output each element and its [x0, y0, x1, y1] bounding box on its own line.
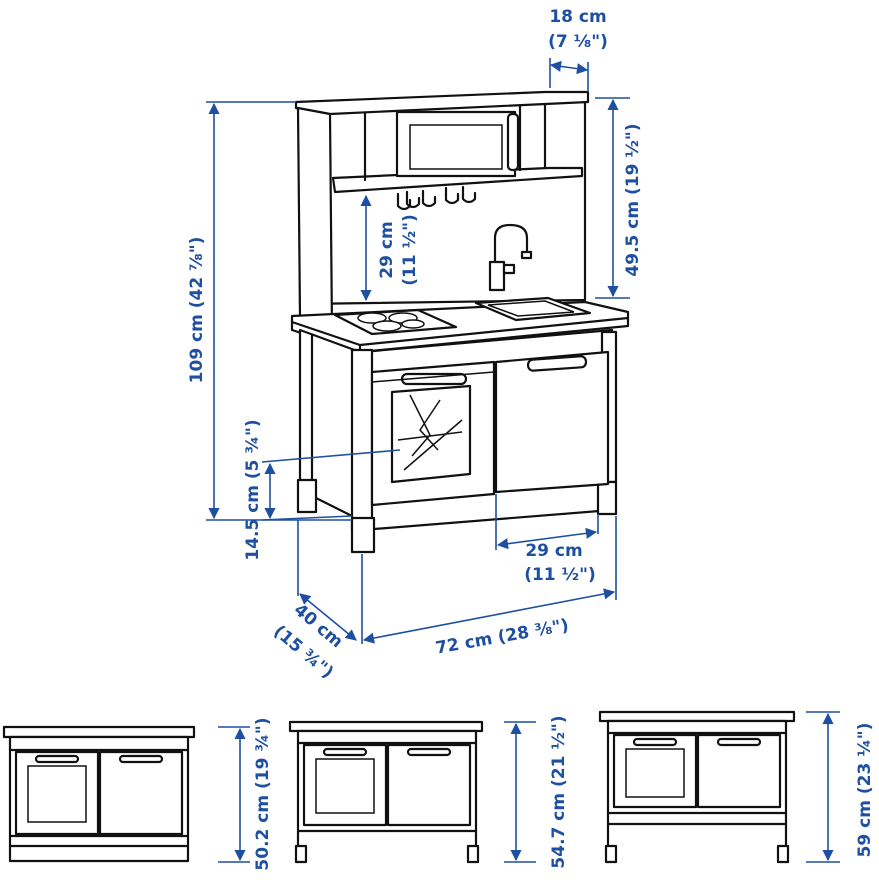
depth-top-dim — [549, 60, 589, 75]
cabinet-width-cm-label: 29 cm — [525, 541, 582, 561]
width-dim — [362, 588, 616, 644]
front-left-foot — [350, 516, 376, 554]
dimension-lines — [206, 58, 630, 644]
cupboard-handle — [526, 355, 588, 372]
front-right-foot — [596, 480, 618, 516]
hutch-top-board — [294, 90, 590, 116]
oven-height-label: 14.5 cm (5 ¾") — [243, 419, 263, 560]
base-cupboard-door — [494, 350, 610, 494]
hutch-clearance-cm-label: 29 cm — [377, 221, 397, 278]
variant-high — [598, 710, 796, 864]
hob-ring-4 — [401, 319, 425, 329]
cabinet-width-inch-label: (11 ½") — [524, 565, 596, 585]
depth-dim — [299, 593, 357, 641]
variant-mid-dim — [504, 721, 536, 863]
hutch-height-label: 49.5 cm (19 ½") — [623, 123, 643, 276]
variant-low-dim — [218, 726, 250, 863]
hob-ring-1 — [357, 312, 387, 324]
variant-high-dim — [806, 711, 840, 863]
hob-ring-3 — [372, 320, 402, 332]
oven-window — [390, 384, 472, 484]
depth-top-cm-label: 18 cm — [549, 7, 606, 27]
faucet — [488, 223, 533, 292]
total-height-label: 109 cm (42 ⅞") — [187, 237, 207, 384]
hutch-clearance-inch-label: (11 ½") — [400, 214, 420, 286]
variant-low-height-label: 50.2 cm (19 ¾") — [253, 717, 273, 870]
hutch-door-handle — [506, 112, 520, 172]
utensil-hooks — [396, 185, 477, 211]
play-kitchen-drawing — [290, 90, 630, 554]
variant-low — [2, 725, 196, 863]
variant-mid-height-label: 54.7 cm (21 ½") — [549, 715, 569, 868]
variant-mid — [288, 720, 484, 864]
hutch-left-side — [296, 106, 334, 332]
back-left-foot — [296, 478, 318, 514]
variant-high-height-label: 59 cm (23 ¼") — [855, 723, 875, 858]
depth-top-inch-label: (7 ⅛") — [548, 32, 608, 52]
cabinet-width-dim — [496, 527, 598, 550]
